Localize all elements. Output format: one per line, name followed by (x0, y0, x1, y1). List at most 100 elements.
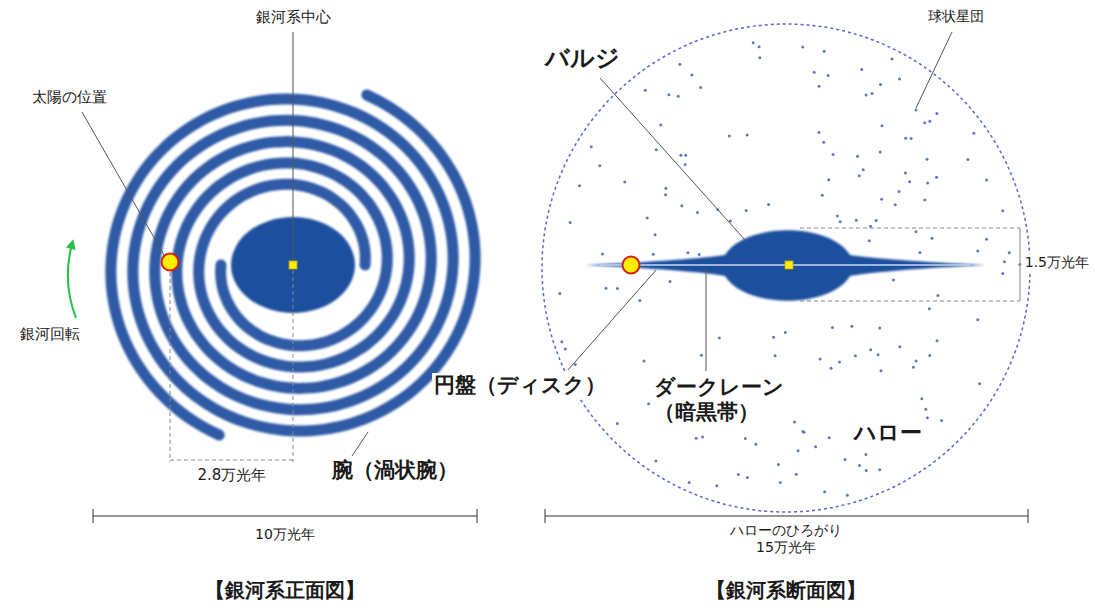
cluster-dot (569, 221, 572, 224)
cluster-dot (904, 137, 907, 140)
cluster-dot (823, 50, 826, 53)
sun-marker (162, 254, 179, 271)
cluster-dot (801, 45, 804, 48)
cluster-dot (779, 481, 782, 484)
cluster-dot (918, 251, 921, 254)
cluster-dot (646, 217, 649, 220)
cluster-dot (898, 77, 901, 80)
cluster-dot (745, 209, 748, 212)
cluster-dot (744, 437, 747, 440)
cluster-dot (752, 41, 755, 44)
cluster-dot (926, 181, 929, 184)
cluster-dot (892, 279, 895, 282)
cluster-dot (972, 132, 975, 135)
cluster-dot (827, 178, 830, 181)
cluster-dot (976, 318, 979, 321)
halo-outline (542, 24, 1030, 512)
cluster-dot (936, 294, 939, 297)
cluster-dot (858, 464, 861, 467)
cluster-dot (754, 443, 757, 446)
dimension-line (293, 270, 294, 462)
cluster-dot (737, 473, 740, 476)
cluster-dot (875, 219, 878, 222)
scale-bar (545, 516, 1028, 517)
cluster-dot (923, 121, 926, 124)
cluster-dot (758, 45, 761, 48)
cluster-dot (823, 490, 826, 493)
cluster-dot (679, 154, 682, 157)
cluster-dot (978, 382, 981, 385)
cluster-dot (684, 163, 687, 166)
dimension-line (1020, 228, 1021, 301)
cluster-dot (784, 331, 787, 334)
cluster-dot (830, 367, 833, 370)
cluster-dot (836, 215, 839, 218)
cluster-dot (695, 437, 698, 440)
cluster-dot (860, 68, 863, 71)
spiral-arm (133, 95, 475, 431)
cluster-dot (926, 416, 929, 419)
cluster-dot (936, 339, 939, 342)
sun-label: 太陽の位置 (30, 88, 109, 106)
cluster-dot (638, 299, 641, 302)
globular-clusters (558, 41, 1021, 497)
dimension-line (170, 272, 171, 462)
cluster-dot (678, 63, 681, 66)
cluster-dot (652, 253, 655, 256)
cluster-dot (654, 233, 657, 236)
cluster-dot (879, 83, 882, 86)
center-marker (785, 261, 793, 269)
arm-label: 腕（渦状腕） (330, 458, 460, 483)
leader-line (82, 112, 164, 255)
cluster-dot (696, 211, 699, 214)
scale-bar (93, 509, 94, 523)
cluster-dot (767, 203, 770, 206)
cluster-dot (558, 292, 561, 295)
scale-label: ハローのひろがり 15万光年 (725, 522, 848, 556)
scale-bar (477, 509, 478, 523)
cluster-dot (920, 397, 923, 400)
cluster-dot (879, 150, 882, 153)
cluster-dot (664, 193, 667, 196)
leader-line (568, 270, 656, 370)
cluster-dot (878, 326, 881, 329)
cluster-dot (912, 366, 915, 369)
halo-label: ハロー (852, 420, 924, 446)
scale-label: 10万光年 (253, 526, 317, 543)
cluster-dot (668, 280, 671, 283)
cluster-dot (870, 92, 873, 95)
cluster-dot (564, 347, 567, 350)
cluster-dot (818, 85, 821, 88)
cluster-dot (715, 484, 718, 487)
cluster-dot (832, 153, 835, 156)
cluster-dot (803, 431, 806, 434)
cluster-dot (601, 253, 604, 256)
cluster-dot (814, 445, 817, 448)
cluster-dot (865, 94, 868, 97)
cluster-dot (838, 361, 841, 364)
cluster-dot (966, 158, 969, 161)
cluster-dot (746, 133, 749, 136)
cluster-dot (746, 476, 749, 479)
scale-bar (93, 516, 477, 517)
figure-caption: 【銀河系断面図】 (704, 578, 868, 602)
rotation-arrow (68, 244, 76, 318)
cluster-dot (701, 436, 704, 439)
sun-marker (623, 257, 640, 274)
cluster-dot (655, 148, 658, 151)
cluster-dot (647, 402, 650, 405)
scale-bar (545, 509, 546, 523)
rotation-label: 銀河回転 (18, 325, 82, 343)
cluster-dot (698, 253, 701, 256)
cluster-dot (1008, 251, 1011, 254)
cluster-dot (985, 178, 988, 181)
cluster-dot (910, 137, 913, 140)
cluster-label: 球状星団 (926, 8, 986, 25)
cluster-dot (795, 473, 798, 476)
cluster-dot (623, 181, 626, 184)
cluster-dot (690, 74, 693, 77)
cluster-dot (718, 336, 721, 339)
cluster-dot (827, 74, 830, 77)
